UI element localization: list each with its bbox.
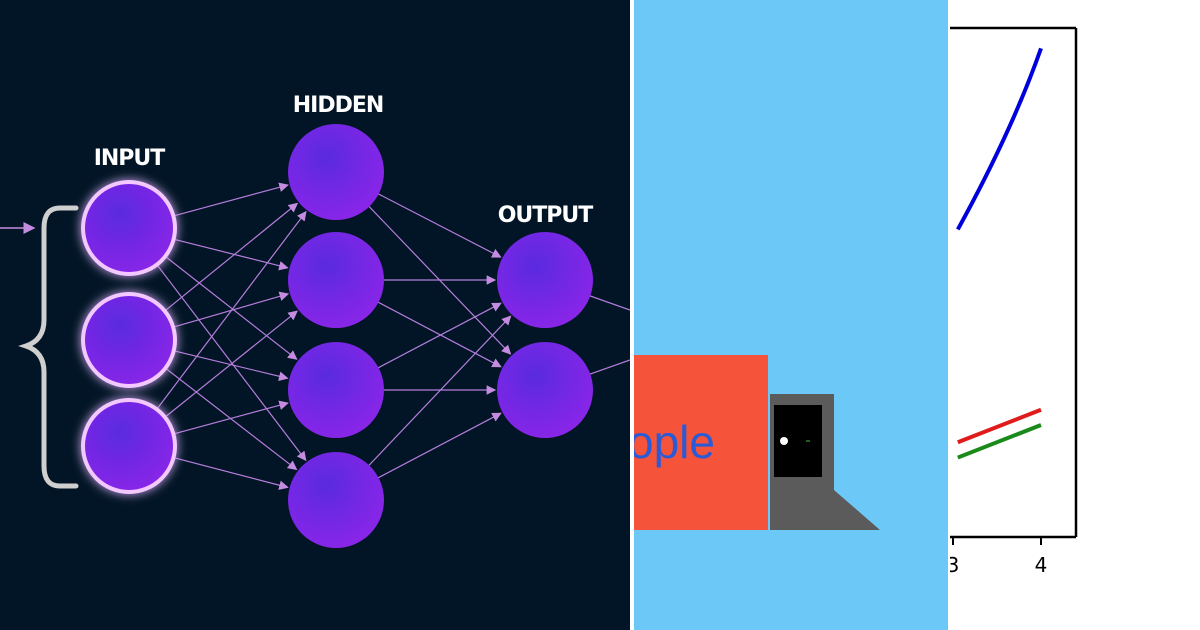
nn-edge — [153, 210, 307, 414]
neural-network-diagram: INPUT HIDDEN OUTPUT — [0, 0, 630, 630]
line-chart: 3 4 — [950, 26, 1078, 577]
chart-series-group — [956, 47, 1043, 460]
nn-edge — [372, 412, 502, 482]
chart-panel: 3 4 — [950, 0, 1200, 630]
hidden-node — [288, 452, 384, 548]
laptop-screen-dot — [780, 437, 788, 445]
nn-edge — [364, 315, 512, 471]
x-tick-label-3: 3 — [950, 553, 959, 577]
brand-sign — [634, 355, 768, 530]
cartoon-panel: ople — [634, 0, 948, 630]
cartoon-background — [634, 0, 948, 630]
input-layer-label: INPUT — [94, 146, 166, 171]
nn-edge — [168, 400, 289, 436]
panel-divider-2 — [948, 0, 950, 630]
hidden-node — [288, 124, 384, 220]
nn-nodes — [81, 124, 593, 548]
nn-edge — [168, 291, 290, 330]
panel-divider — [630, 0, 634, 630]
input-brace — [18, 205, 79, 489]
nn-edge — [161, 253, 298, 360]
nn-edge — [160, 310, 298, 421]
output-layer-label: OUTPUT — [498, 203, 594, 228]
input-node — [81, 180, 177, 276]
nn-edge — [168, 455, 289, 490]
nn-edge — [168, 182, 289, 218]
nn-edge — [161, 364, 298, 471]
chart-series-line — [956, 47, 1043, 231]
brand-sign-text: ople — [634, 416, 715, 468]
chart-series-line — [957, 407, 1042, 445]
neural-network-panel: INPUT HIDDEN OUTPUT — [0, 0, 630, 630]
nn-edge — [153, 260, 307, 462]
input-node — [81, 292, 177, 388]
nn-edge — [372, 298, 502, 368]
nn-edge — [364, 201, 512, 355]
nn-edge — [169, 349, 289, 381]
nn-edge — [372, 190, 502, 258]
hidden-node — [288, 232, 384, 328]
output-node — [497, 342, 593, 438]
hidden-layer-label: HIDDEN — [293, 93, 384, 118]
hidden-node — [288, 342, 384, 438]
nn-edge — [160, 202, 299, 315]
input-node — [81, 398, 177, 494]
chart-series-line — [957, 423, 1042, 460]
output-node — [497, 232, 593, 328]
x-tick-label-4: 4 — [1035, 553, 1048, 577]
cartoon-illustration: ople — [634, 0, 948, 630]
nn-edge — [372, 302, 502, 372]
